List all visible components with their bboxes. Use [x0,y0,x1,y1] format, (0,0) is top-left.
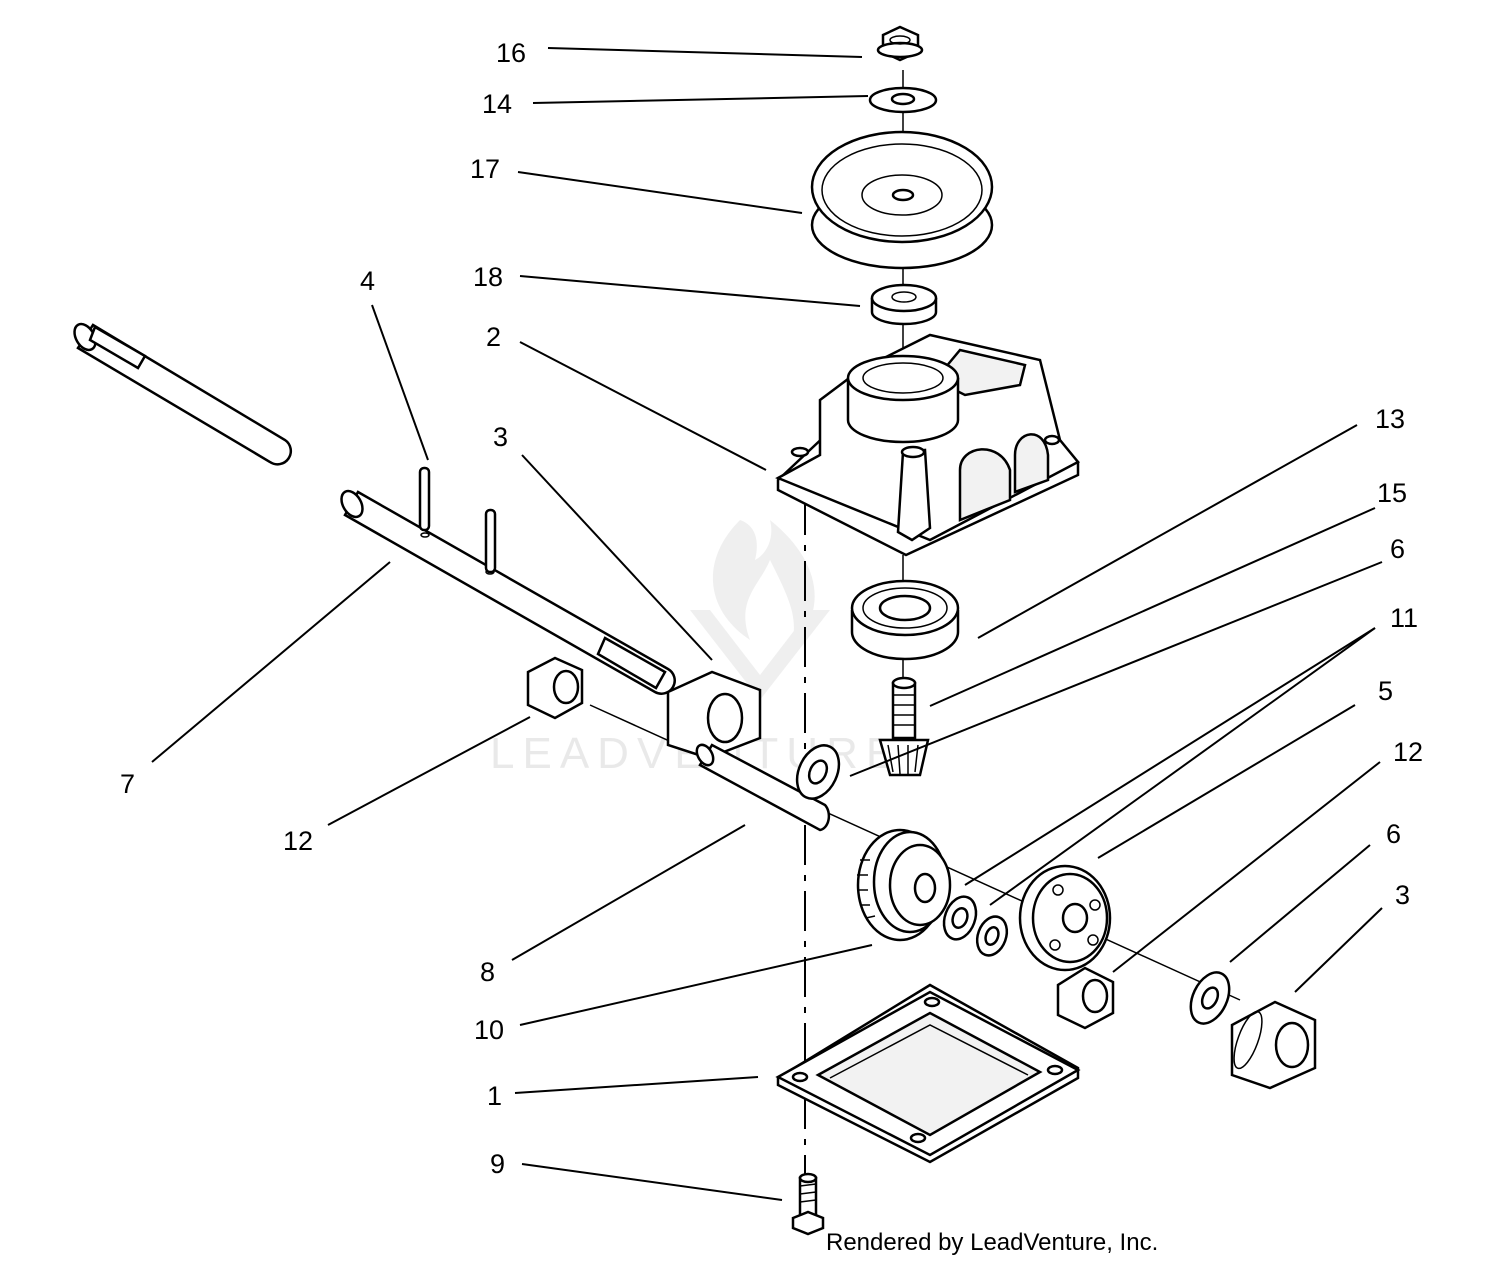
callout-4: 4 [360,266,375,296]
callout-6-lower: 6 [1386,819,1401,849]
callout-15: 15 [1377,478,1407,508]
callout-5: 5 [1378,676,1393,706]
washer-part-6-left [795,744,841,800]
hex-nut-part [876,25,924,62]
callout-17: 17 [470,154,500,184]
callout-3-right: 3 [1395,880,1410,910]
callout-1: 1 [487,1081,502,1111]
callout-18: 18 [473,262,503,292]
pulley-part [810,130,994,270]
spur-gear-part [1018,864,1112,972]
callout-6-upper: 6 [1390,534,1405,564]
callout-10: 10 [474,1015,504,1045]
callout-7: 7 [120,769,135,799]
callout-16: 16 [496,38,526,68]
callout-14: 14 [482,89,512,119]
watermark-v-icon [690,610,830,700]
callout-12-left: 12 [283,826,313,856]
washer-part-6-right [1189,971,1231,1025]
bearing-part [850,579,960,661]
spacer-part [870,283,938,326]
axle-pin-part [695,743,831,832]
watermark-flame-icon [712,520,815,650]
bevel-gear-part [856,828,952,942]
gearbox-housing-part [775,333,1080,557]
axle-shaft-lower-part [340,489,676,695]
axle-shaft-upper-part [73,322,293,466]
bushing-part-left [526,656,584,720]
bushing-part-right [1056,966,1115,1030]
callout-13: 13 [1375,404,1405,434]
roll-pin-part [418,466,497,574]
callout-11: 11 [1390,603,1418,633]
thrust-washer-part-a [942,895,978,941]
bottom-cover-part [775,983,1081,1164]
callout-labels: 16 14 17 18 2 4 3 13 15 6 11 5 12 6 3 7 … [120,38,1423,1179]
sleeve-part-right [1230,1000,1317,1090]
callout-2: 2 [486,322,501,352]
leader-lines [151,47,1383,1201]
bolt-part [791,1172,825,1236]
callout-8: 8 [480,957,495,987]
callout-3-left: 3 [493,422,508,452]
callout-12-right: 12 [1393,737,1423,767]
sleeve-part-left [666,670,762,760]
thrust-washer-part-b [975,915,1009,957]
washer-part-14 [868,86,938,114]
credit-text: Rendered by LeadVenture, Inc. [826,1229,1158,1256]
callout-9: 9 [490,1149,505,1179]
